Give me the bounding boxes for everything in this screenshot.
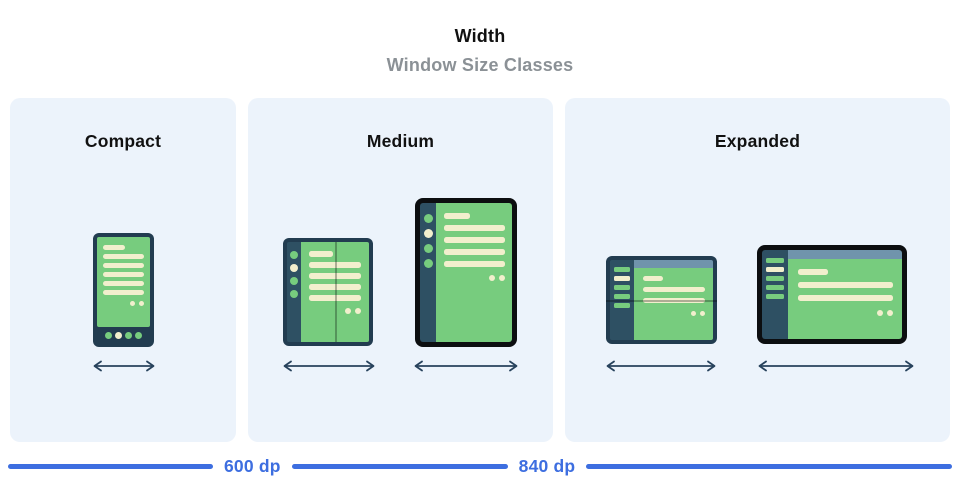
diagram-header: Width Window Size Classes xyxy=(0,26,960,76)
content-title-line xyxy=(444,213,470,219)
content-line xyxy=(798,282,893,288)
content-area xyxy=(788,259,902,339)
tablet-landscape-illustration xyxy=(757,245,907,344)
tablet-screen xyxy=(436,203,512,342)
app-topbar xyxy=(788,250,902,259)
rail-bar-icon xyxy=(614,303,630,308)
rail-bar-icon xyxy=(766,294,784,299)
width-arrow-icon xyxy=(605,360,717,372)
breakpoint-600dp: 600 dp xyxy=(224,455,281,476)
rail-bar-icon xyxy=(766,267,784,272)
width-arrow-icon xyxy=(757,360,915,372)
content-line xyxy=(643,287,705,292)
diagram-subtitle: Window Size Classes xyxy=(386,55,574,75)
rail-bar-icon xyxy=(766,276,784,281)
content-title-line xyxy=(798,269,828,275)
width-arrow-icon xyxy=(413,360,519,372)
sidebar-rail xyxy=(287,242,301,342)
foldable-landscape-illustration xyxy=(606,256,717,344)
content-line xyxy=(103,254,144,259)
rail-bar-icon xyxy=(614,285,630,290)
content-line xyxy=(798,295,893,301)
rail-dot-icon xyxy=(290,290,298,298)
content-line xyxy=(643,298,705,303)
rail-dot-icon xyxy=(290,264,298,272)
app-topbar xyxy=(634,260,713,268)
rail-dot-icon xyxy=(290,251,298,259)
scale-line-segment xyxy=(586,463,952,469)
content-line xyxy=(103,290,144,295)
content-title-line xyxy=(103,245,125,250)
scale-line-segment xyxy=(291,463,508,469)
sidebar-rail xyxy=(610,260,634,340)
content-title-line xyxy=(309,251,333,257)
tablet-screen xyxy=(788,250,902,339)
content-line xyxy=(103,281,144,286)
panel-expanded: Expanded xyxy=(565,98,950,442)
nav-dot-icon xyxy=(105,331,112,339)
sidebar-rail xyxy=(420,203,436,342)
rail-bar-icon xyxy=(614,294,630,299)
scale-line-segment xyxy=(8,463,213,469)
content-action-dots xyxy=(309,308,361,314)
breakpoint-scale: 600 dp 840 dp xyxy=(8,456,952,476)
foldable-screen xyxy=(301,242,369,342)
fold-line xyxy=(606,300,717,302)
rail-bar-icon xyxy=(614,267,630,272)
content-title-line xyxy=(643,276,663,281)
rail-bar-icon xyxy=(614,276,630,281)
panel-compact-title: Compact xyxy=(84,131,162,151)
content-action-dots xyxy=(444,275,505,281)
rail-dot-icon xyxy=(290,277,298,285)
rail-dot-icon xyxy=(423,229,433,238)
content-line xyxy=(444,249,505,255)
content-line xyxy=(444,225,505,231)
content-line xyxy=(309,295,361,301)
tablet-portrait-illustration xyxy=(415,198,517,347)
nav-dot-icon xyxy=(135,331,142,339)
fold-line xyxy=(335,242,337,342)
phone-illustration xyxy=(93,233,154,347)
width-arrow-icon xyxy=(282,360,376,372)
content-line xyxy=(444,261,505,267)
diagram-title: Width xyxy=(454,26,506,46)
rail-dot-icon xyxy=(423,214,433,223)
panel-expanded-title: Expanded xyxy=(714,131,801,151)
content-line xyxy=(103,272,144,277)
phone-navbar xyxy=(97,327,150,343)
breakpoint-840dp: 840 dp xyxy=(518,455,576,476)
foldable-screen xyxy=(634,260,713,340)
rail-dot-icon xyxy=(423,259,433,268)
phone-screen xyxy=(97,237,150,327)
content-action-dots xyxy=(103,301,144,306)
panel-medium-title: Medium xyxy=(366,131,435,151)
content-line xyxy=(309,284,361,290)
sidebar-rail xyxy=(762,250,788,339)
panel-compact: Compact xyxy=(10,98,236,442)
content-line xyxy=(103,263,144,268)
rail-bar-icon xyxy=(766,258,784,263)
width-arrow-icon xyxy=(92,360,156,372)
content-area xyxy=(634,268,713,340)
content-action-dots xyxy=(798,310,893,316)
nav-dot-icon xyxy=(115,331,122,339)
foldable-portrait-illustration xyxy=(283,238,373,346)
content-line xyxy=(444,237,505,243)
content-action-dots xyxy=(643,311,705,316)
content-line xyxy=(309,262,361,268)
rail-bar-icon xyxy=(766,285,784,290)
rail-dot-icon xyxy=(423,244,433,253)
nav-dot-icon xyxy=(125,331,132,339)
content-line xyxy=(309,273,361,279)
panel-medium: Medium xyxy=(248,98,553,442)
